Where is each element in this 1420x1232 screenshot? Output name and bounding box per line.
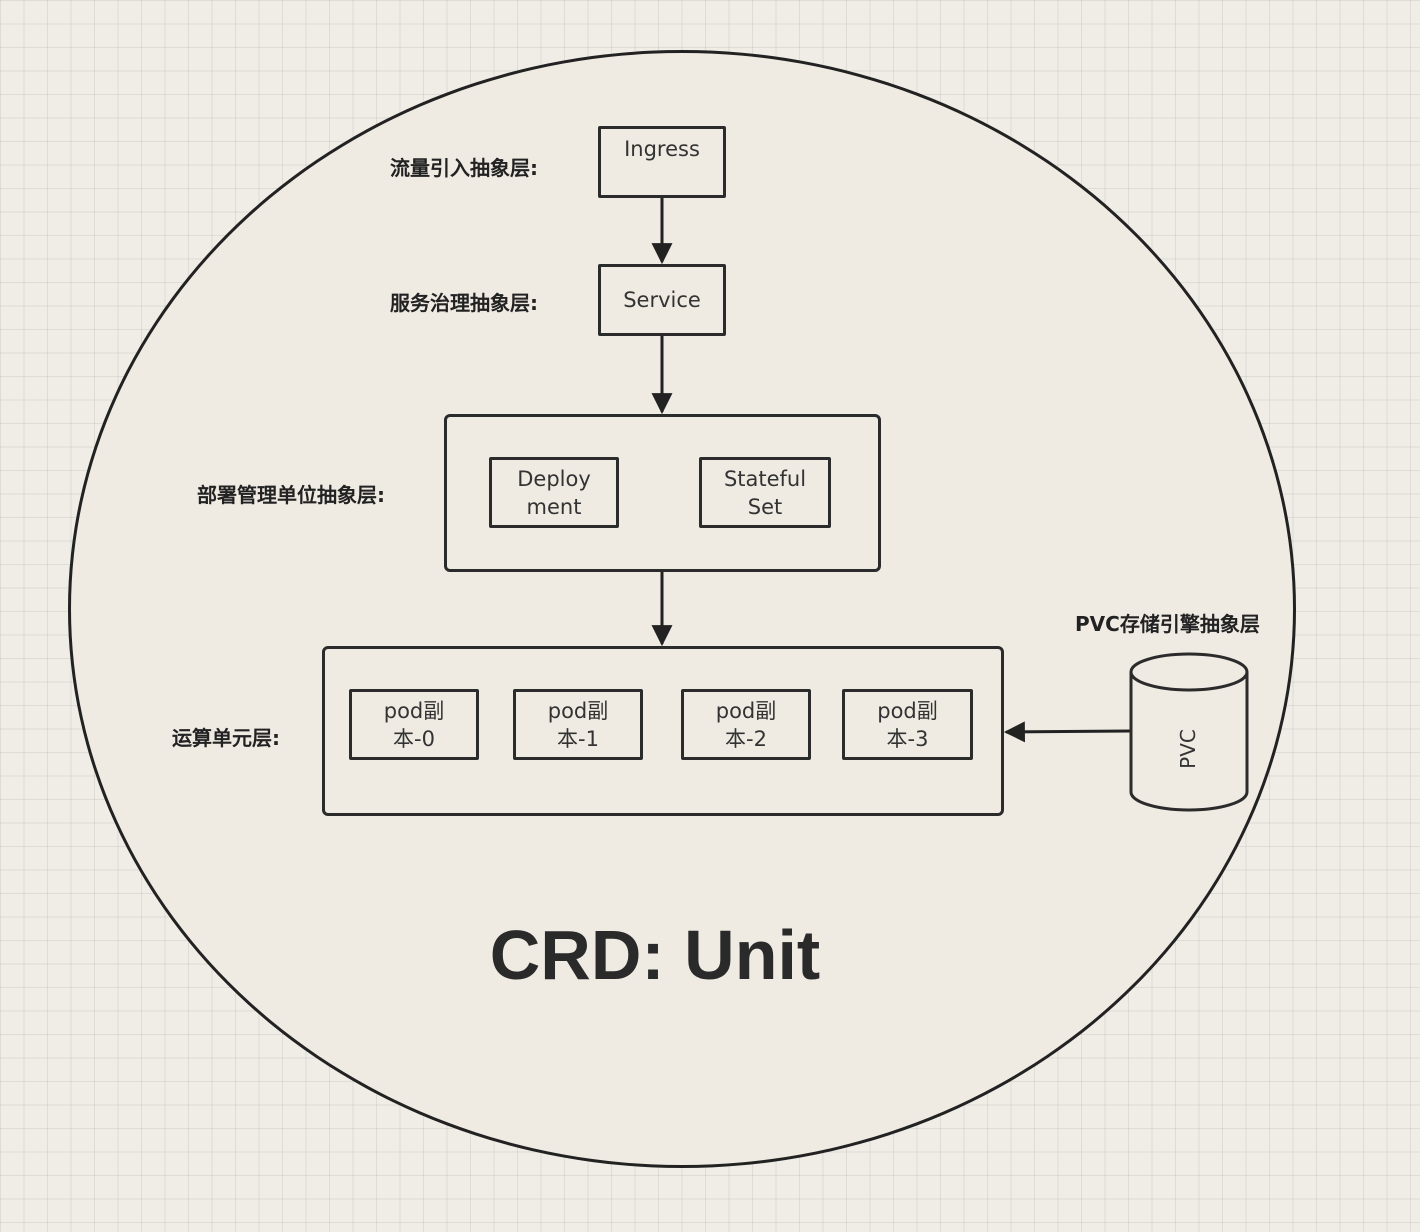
deploy-management-group [444, 414, 881, 572]
pod-replica-1: pod副 本-1 [513, 689, 643, 760]
compute-unit-group [322, 646, 1004, 816]
label-deploy-layer: 部署管理单位抽象层: [197, 483, 385, 507]
crd-unit-boundary [68, 50, 1296, 1168]
pod-replica-2: pod副 本-2 [681, 689, 811, 760]
pod-replica-0: pod副 本-0 [349, 689, 479, 760]
label-pvc-layer: PVC存储引擎抽象层 [1075, 612, 1260, 636]
pod-replica-3: pod副 本-3 [842, 689, 973, 760]
arrow-pvc-to-pods [1003, 721, 1131, 743]
label-compute-layer: 运算单元层: [172, 726, 280, 750]
label-traffic-layer: 流量引入抽象层: [390, 156, 538, 180]
deployment-node: Deploy ment [489, 457, 619, 528]
pvc-cylinder [1129, 652, 1249, 812]
ingress-node: Ingress [598, 126, 726, 198]
diagram-title: CRD: Unit [489, 916, 821, 994]
pvc-label: PVC [1176, 729, 1200, 769]
service-node: Service [598, 264, 726, 336]
label-service-layer: 服务治理抽象层: [390, 291, 538, 315]
statefulset-node: Stateful Set [699, 457, 831, 528]
